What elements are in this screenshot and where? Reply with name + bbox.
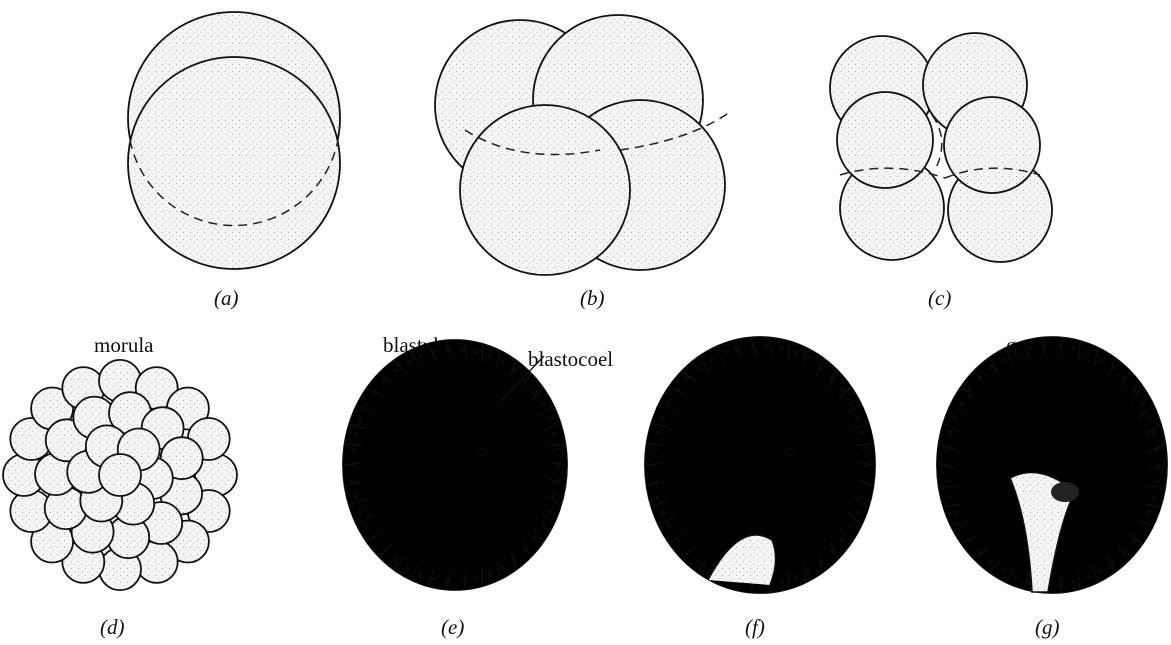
- panel-f-early-gastrula: (f): [645, 337, 875, 639]
- caption-d: (d): [100, 615, 125, 639]
- caption-c: (c): [928, 286, 951, 310]
- label-blastocoel: blastocoel: [528, 347, 613, 371]
- label-morula: morula: [94, 333, 154, 357]
- panel-g-gastrula: gastrula (g): [937, 333, 1167, 639]
- cell: [944, 97, 1040, 193]
- panel-b-four-cell: (b): [435, 15, 730, 310]
- panel-c-eight-cell: (c): [830, 33, 1052, 310]
- archenteron-tip: [1051, 482, 1079, 502]
- panel-e-blastula: blastula blastocoel (e): [343, 333, 613, 639]
- inner-layer-edge: [361, 358, 549, 572]
- blastula-cell-mesh: [343, 340, 567, 590]
- blastomere: [99, 454, 141, 496]
- caption-b: (b): [580, 286, 605, 310]
- panel-a-two-cell: (a): [128, 12, 340, 310]
- cell-front-left: [460, 105, 630, 275]
- cell: [837, 92, 933, 188]
- caption-g: (g): [1035, 615, 1060, 639]
- caption-a: (a): [214, 286, 239, 310]
- caption-f: (f): [745, 615, 765, 639]
- morula-cluster: [3, 360, 237, 590]
- cell-front: [128, 57, 340, 269]
- caption-e: (e): [441, 615, 464, 639]
- panel-d-morula: morula (d): [3, 333, 237, 639]
